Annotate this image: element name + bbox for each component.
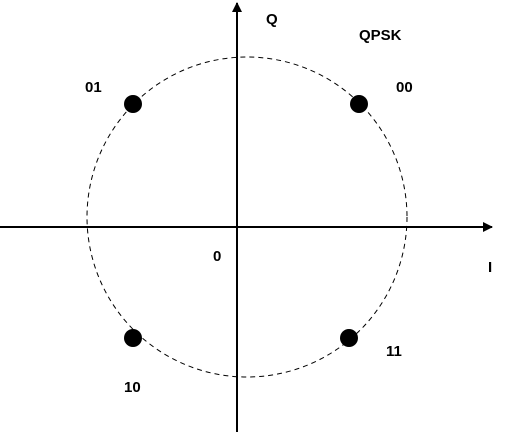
constellation-point-01 bbox=[124, 95, 142, 113]
symbol-label-11: 11 bbox=[386, 343, 402, 360]
q-axis-label: Q bbox=[266, 11, 278, 28]
constellation-circle bbox=[86, 56, 408, 378]
symbol-label-01: 01 bbox=[85, 79, 102, 96]
origin-label: 0 bbox=[213, 248, 221, 265]
i-axis-label: I bbox=[488, 259, 492, 276]
symbol-label-10: 10 bbox=[124, 379, 141, 396]
constellation-point-11 bbox=[340, 329, 358, 347]
diagram-title: QPSK bbox=[359, 27, 402, 44]
symbol-label-00: 00 bbox=[396, 79, 413, 96]
constellation-point-00 bbox=[350, 95, 368, 113]
constellation-point-10 bbox=[124, 329, 142, 347]
